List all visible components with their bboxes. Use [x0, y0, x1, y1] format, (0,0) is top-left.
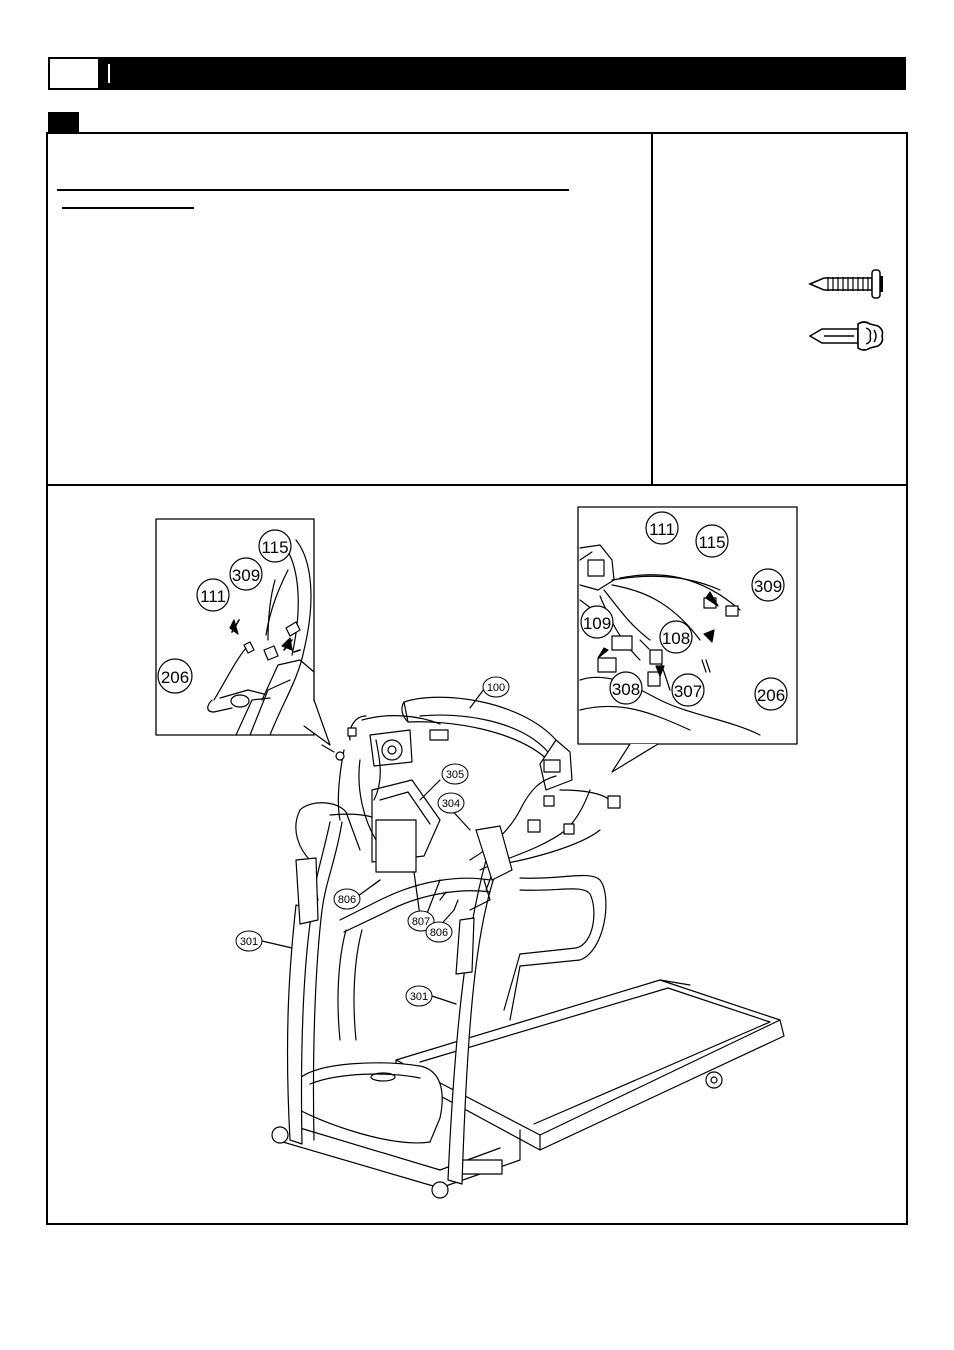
callout-301-left: 301 [235, 930, 263, 952]
callout-806-right: 806 [425, 921, 453, 943]
step-number-tab [48, 112, 79, 134]
svg-text:309: 309 [754, 577, 782, 596]
header-tick [108, 64, 110, 83]
svg-text:111: 111 [200, 587, 226, 606]
svg-text:309: 309 [232, 566, 260, 585]
callout-308-right: 308 [609, 671, 643, 705]
svg-text:305: 305 [446, 769, 464, 781]
callout-100: 100 [482, 676, 510, 698]
callout-109-right: 109 [580, 605, 614, 639]
section-header-bar [100, 57, 906, 90]
treadmill-assembly-drawing: 115 309 111 206 111 115 309 109 [155, 506, 798, 1199]
callout-115-right: 115 [695, 524, 729, 558]
callout-301-right: 301 [405, 985, 433, 1007]
svg-text:304: 304 [442, 798, 460, 810]
left-inset-artwork [207, 539, 315, 736]
svg-text:301: 301 [410, 991, 428, 1003]
short-underline-rule [62, 207, 194, 209]
vertical-divider [651, 132, 653, 486]
callout-304: 304 [437, 792, 465, 814]
callout-307-right: 307 [671, 673, 705, 707]
svg-text:806: 806 [338, 894, 356, 906]
callout-806-left: 806 [333, 888, 361, 910]
callout-206-left: 206 [157, 658, 193, 694]
svg-text:111: 111 [649, 520, 675, 539]
callout-807: 807 [407, 910, 435, 932]
horizontal-divider [46, 484, 908, 486]
svg-text:115: 115 [261, 538, 288, 557]
screw-icon [808, 269, 883, 299]
svg-text:115: 115 [698, 533, 725, 552]
callout-111-left: 111 [196, 578, 230, 612]
svg-text:100: 100 [487, 682, 505, 694]
callout-309-right: 309 [751, 568, 785, 602]
callout-309-left: 309 [229, 557, 263, 591]
underline-rule [57, 189, 569, 191]
callout-108-right: 108 [659, 620, 693, 654]
wing-bolt-icon [808, 321, 884, 351]
callout-111-right: 111 [645, 511, 679, 545]
callout-206-right: 206 [754, 677, 788, 711]
svg-text:108: 108 [662, 629, 690, 648]
callout-305: 305 [441, 763, 469, 785]
svg-text:307: 307 [674, 682, 702, 701]
svg-text:206: 206 [757, 686, 785, 705]
svg-text:301: 301 [240, 936, 258, 948]
svg-text:806: 806 [430, 927, 448, 939]
page-number-box [48, 57, 100, 90]
svg-text:206: 206 [161, 668, 189, 687]
svg-text:807: 807 [412, 916, 430, 928]
svg-text:308: 308 [612, 680, 640, 699]
instruction-frame [46, 132, 908, 1225]
callout-115-left: 115 [258, 529, 292, 563]
svg-text:109: 109 [583, 614, 611, 633]
treadmill-body [261, 688, 785, 1199]
